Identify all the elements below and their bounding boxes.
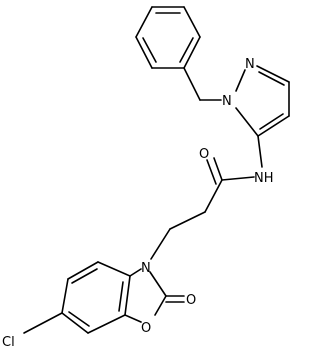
bond-inner [179,37,194,63]
bond [257,135,263,168]
atom-label-pyrazole-n2: N [245,57,255,72]
bond [256,65,290,83]
bond [61,312,89,334]
bond-inner [118,281,124,312]
bond [135,6,153,38]
bond [150,228,171,260]
bond [235,69,246,92]
atom-label-amide-nh: NH [254,171,274,186]
bond [97,261,131,277]
phenyl-ring [135,6,201,69]
bond [183,6,201,38]
bond [257,115,290,137]
bond [129,268,142,277]
bond-inner [258,71,285,86]
bond-inner [142,37,157,63]
atom-label-amide-o: O [199,147,209,162]
atom-label-pyrazole-n1: N [222,94,232,109]
bond [135,36,153,69]
bond [206,159,217,185]
bond [235,107,259,137]
bond [149,271,167,297]
bond [221,176,255,181]
atom-label-benzoxazole-n: N [141,261,151,276]
pyrazole-ring [235,65,290,137]
atom-label-chloro: Cl [2,335,15,350]
oxazolone-ring [124,268,167,323]
bond [154,295,167,316]
benzene-ring [61,261,131,334]
bond [67,261,99,280]
bond [213,157,223,181]
bond [124,314,142,323]
bond [124,275,131,316]
bond-inner [259,113,284,130]
bond-inner [68,311,90,327]
bond [169,211,206,230]
atom-label-carbonyl-o: O [186,293,196,308]
bond-inner [71,268,98,284]
bond [87,314,126,334]
bond [23,312,63,334]
bond [204,179,223,213]
bond [61,278,69,314]
bond [183,67,201,101]
bond [183,36,201,69]
atom-label-ring-o: O [141,321,151,336]
